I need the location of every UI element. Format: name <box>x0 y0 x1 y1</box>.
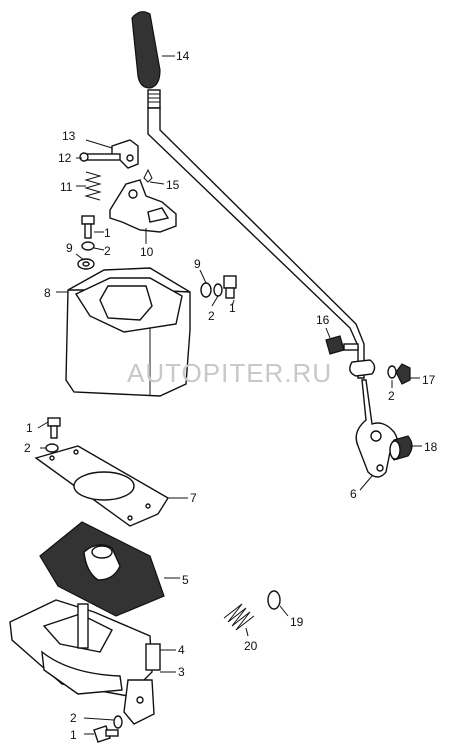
part-3-lower-housing <box>9 599 176 725</box>
callout-17: 17 <box>422 373 436 387</box>
callout-18: 18 <box>424 440 438 454</box>
callout-1b: 1 <box>229 301 236 315</box>
part-16-adjust-bolt <box>325 327 359 355</box>
bolt-washer-gasket <box>37 417 61 453</box>
callout-8: 8 <box>44 286 51 300</box>
callout-4: 4 <box>178 643 185 657</box>
callout-2c: 2 <box>388 389 395 403</box>
callout-20: 20 <box>244 639 258 653</box>
callout-2b: 2 <box>208 309 215 323</box>
callout-16: 16 <box>316 313 330 327</box>
callout-13: 13 <box>62 129 76 143</box>
callout-5: 5 <box>182 573 189 587</box>
callout-11: 11 <box>60 180 73 194</box>
bolt-washer-bottom <box>83 715 123 743</box>
callout-10: 10 <box>140 245 154 259</box>
callout-1c: 1 <box>26 421 33 435</box>
callout-15: 15 <box>166 178 180 192</box>
callout-1a: 1 <box>104 226 111 240</box>
callout-6: 6 <box>350 487 357 501</box>
part-14-lever-knob <box>131 11 175 89</box>
callout-2d: 2 <box>24 441 31 455</box>
callout-labels: 14 13 12 15 11 1 2 9 10 9 8 2 1 16 17 2 … <box>24 49 438 742</box>
part-15-cotter-pin <box>143 168 165 185</box>
watermark-text: AUTOPITER.RU <box>127 358 332 388</box>
callout-3: 3 <box>178 665 185 679</box>
part-12-pin <box>76 152 121 162</box>
callout-14: 14 <box>176 49 190 63</box>
callout-7: 7 <box>190 491 197 505</box>
part-18-bushing <box>389 435 422 461</box>
part-8-housing <box>56 267 191 397</box>
part-5-seal-plate <box>39 521 180 617</box>
part-17-nut-group <box>387 363 420 388</box>
part-13-bracket <box>85 139 139 169</box>
part-11-spring <box>76 171 102 201</box>
callout-19: 19 <box>290 615 304 629</box>
bolt-washer-group-left <box>75 215 105 270</box>
bolt-washer-group-right <box>199 269 237 307</box>
part-10-bracket-base <box>109 179 177 244</box>
callout-1d: 1 <box>70 728 77 742</box>
part-19-washer <box>267 590 289 617</box>
part-6-shift-lever <box>147 89 398 491</box>
callout-9b: 9 <box>194 257 201 271</box>
part-7-gasket <box>34 445 188 527</box>
part-20-spring <box>223 603 255 637</box>
callout-2a: 2 <box>104 244 111 258</box>
callout-2e: 2 <box>70 711 77 725</box>
callout-9a: 9 <box>66 241 73 255</box>
callout-12: 12 <box>58 151 72 165</box>
